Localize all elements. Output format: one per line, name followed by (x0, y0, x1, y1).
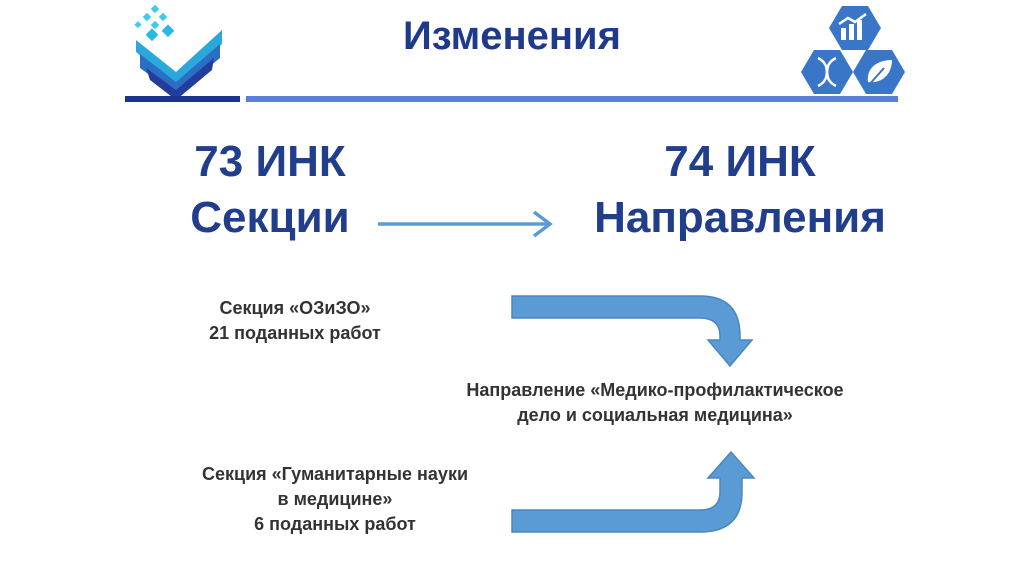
header-divider-light (246, 96, 898, 102)
section-humanities-line-2: в медицине» (277, 489, 393, 509)
section-humanities-line-1: Секция «Гуманитарные науки (201, 464, 469, 484)
section-humanities-note: Секция «Гуманитарные науки в медицине» 6… (140, 462, 530, 537)
old-count: 73 ИНК (194, 137, 346, 186)
straight-arrow-icon (378, 210, 553, 238)
new-count: 74 ИНК (664, 137, 816, 186)
header-divider-dark (125, 96, 240, 102)
direction-line-1: Направление «Медико-профилактическое (466, 380, 844, 400)
page-title: Изменения (403, 14, 621, 58)
section-ozizo-note: Секция «ОЗиЗО» 21 поданных работ (150, 296, 440, 346)
section-humanities-count: 6 поданных работ (254, 514, 416, 534)
bent-arrow-up-icon (511, 450, 756, 533)
new-structure-heading: 74 ИНК Направления (560, 140, 920, 252)
old-structure-heading: 73 ИНК Секции (150, 140, 390, 252)
new-unit: Направления (594, 193, 886, 242)
section-ozizo-name: Секция «ОЗиЗО» (219, 298, 371, 318)
section-ozizo-count: 21 поданных работ (209, 323, 381, 343)
direction-note: Направление «Медико-профилактическое дел… (380, 378, 930, 428)
bent-arrow-down-icon (511, 295, 754, 368)
old-unit: Секции (190, 193, 350, 242)
direction-line-2: дело и социальная медицина» (517, 405, 793, 425)
